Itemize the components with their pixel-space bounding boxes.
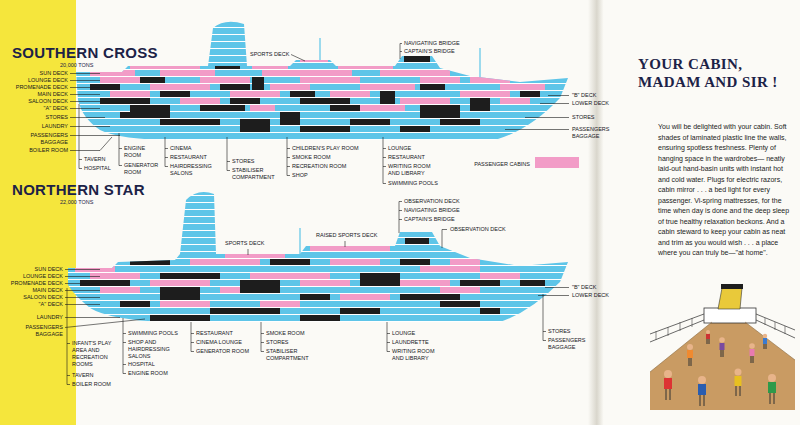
deck-label: MAIN DECK xyxy=(3,287,63,294)
deck-label: SPORTS DECK xyxy=(250,51,310,58)
deck-label: LOUNGE xyxy=(392,330,452,337)
deck-label: INFANT'S PLAY AREA AND RECREATION ROOMS xyxy=(72,340,118,368)
ship-southern-cross xyxy=(76,22,568,140)
deck-label: TAVERN xyxy=(72,372,112,379)
leader-lines xyxy=(65,44,569,385)
ship-northern-star xyxy=(68,192,568,322)
deck-label: ENGINE ROOM xyxy=(124,145,154,159)
deck-label: CINEMA LOUNGE xyxy=(196,339,256,346)
deck-label: STORES xyxy=(548,328,598,335)
deck-label: HOSPITAL xyxy=(84,165,124,172)
body-text: You will be delighted with your cabin. S… xyxy=(658,122,792,259)
deck-label: CAPTAIN'S BRIDGE xyxy=(404,48,484,55)
deck-label: PASSENGERS BAGGAGE xyxy=(21,324,63,338)
deck-label: RESTAURANT xyxy=(170,154,220,161)
tonnage-note: 20,000 TONS xyxy=(60,62,120,69)
deck-label: PASSENGERS BAGGAGE xyxy=(26,132,68,146)
deck-label: RAISED SPORTS DECK xyxy=(316,232,391,239)
deck-label: RECREATION ROOM xyxy=(292,163,382,170)
deck-label: PASSENGERS BAGGAGE xyxy=(572,126,614,140)
deck-label: "B" DECK xyxy=(572,92,612,99)
deck-label: CINEMA xyxy=(170,145,220,152)
legend-swatch xyxy=(535,157,579,168)
deck-label: STORES xyxy=(572,114,617,121)
deck-label: LOWER DECK xyxy=(572,292,617,299)
deck-label: TAVERN xyxy=(84,156,124,163)
deck-label: OBSERVATION DECK xyxy=(404,198,484,205)
deck-label: SALOON DECK xyxy=(3,294,63,301)
deck-label: GENERATOR ROOM xyxy=(124,162,164,176)
legend-text: PASSENGER CABINS xyxy=(440,161,530,168)
deck-label: HAIRDRESSING SALONS xyxy=(170,163,220,177)
deck-label: SWIMMING POOLS xyxy=(388,180,458,187)
tonnage-note: 22,000 TONS xyxy=(60,199,120,206)
deck-label: RESTAURANT xyxy=(196,330,256,337)
deck-label: "A" DECK xyxy=(3,301,63,308)
deck-label: LOUNGE DECK xyxy=(3,273,63,280)
deck-label: BOILER ROOM xyxy=(8,147,68,154)
deck-label: LOWER DECK xyxy=(572,100,617,107)
deck-label: SUN DECK xyxy=(8,70,68,77)
deck-label: SMOKE ROOM xyxy=(292,154,382,161)
deck-label: SALOON DECK xyxy=(8,98,68,105)
deck-label: CAPTAIN'S BRIDGE xyxy=(404,216,484,223)
deck-label: WRITING ROOM AND LIBRARY xyxy=(392,348,442,362)
deck-label: SHOP xyxy=(292,172,382,179)
deck-label: LAUNDRY xyxy=(3,314,63,321)
ship-name: NORTHERN STAR xyxy=(12,181,182,198)
deck-label: SWIMMING POOLS xyxy=(128,330,188,337)
deck-label: OBSERVATION DECK xyxy=(450,226,530,233)
deck-label: NAVIGATING BRIDGE xyxy=(404,207,484,214)
deck-label: STABILISER COMPARTMENT xyxy=(232,167,282,181)
deck-label: RESTAURANT xyxy=(388,154,448,161)
deck-label: MAIN DECK xyxy=(8,91,68,98)
deck-label: LOUNGE xyxy=(388,145,448,152)
deck-label: "B" DECK xyxy=(572,284,612,291)
deck-label: "A" DECK xyxy=(8,105,68,112)
deck-label: BOILER ROOM xyxy=(72,381,132,388)
deck-label: STORES xyxy=(266,339,326,346)
deck-label: PROMENADE DECK xyxy=(3,280,63,287)
deck-scene-illustration xyxy=(650,284,795,410)
deck-label: GENERATOR ROOM xyxy=(196,348,258,355)
deck-label: STORES xyxy=(8,114,68,121)
deck-label: CHILDREN'S PLAY ROOM xyxy=(292,145,382,152)
deck-label: SUN DECK xyxy=(3,266,63,273)
deck-label: WRITING ROOM AND LIBRARY xyxy=(388,163,438,177)
deck-label: STABILISER COMPARTMENT xyxy=(266,348,316,362)
page-fold xyxy=(588,0,604,425)
page-heading: YOUR CABIN, MADAM AND SIR ! xyxy=(638,55,793,91)
deck-label: PROMENADE DECK xyxy=(8,84,68,91)
deck-label: NAVIGATING BRIDGE xyxy=(404,40,484,47)
deck-label: STORES xyxy=(232,158,282,165)
deck-label: HOSPITAL xyxy=(128,361,178,368)
deck-label: SMOKE ROOM xyxy=(266,330,326,337)
ship-name: SOUTHERN CROSS xyxy=(12,44,182,61)
deck-label: LAUNDRY xyxy=(8,123,68,130)
deck-label: SHOP AND HAIRDRESSING SALONS xyxy=(128,339,182,360)
deck-label: PASSENGERS BAGGAGE xyxy=(548,337,590,351)
deck-label: ENGINE ROOM xyxy=(128,370,188,377)
deck-label: LAUNDRETTE xyxy=(392,339,452,346)
deck-label: LOUNGE DECK xyxy=(8,77,68,84)
deck-label: SPORTS DECK xyxy=(225,240,275,247)
